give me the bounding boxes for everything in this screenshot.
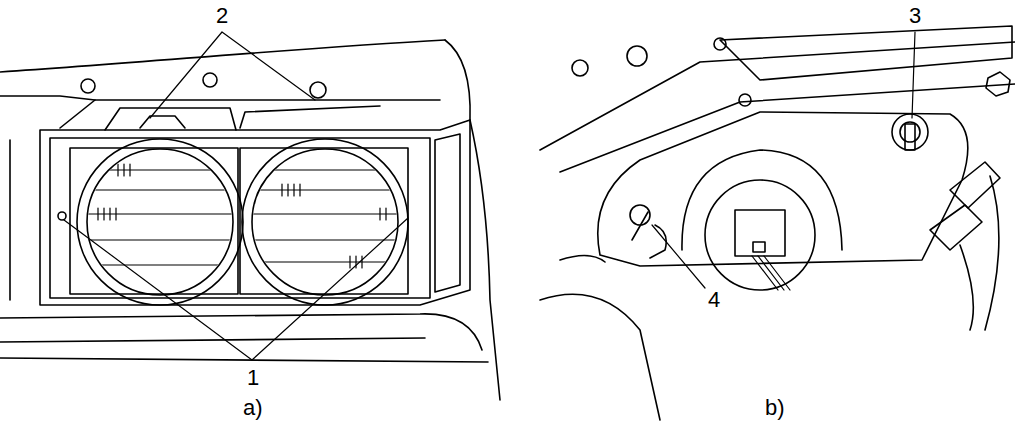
rear-view	[540, 26, 1015, 420]
view-label: b)	[765, 396, 785, 420]
front-view	[0, 40, 500, 400]
callout-number: 4	[708, 288, 720, 312]
view-label: a)	[243, 396, 263, 420]
callout-number: 2	[216, 4, 228, 28]
callout-number: 1	[247, 366, 259, 390]
callout-number: 3	[909, 4, 921, 28]
